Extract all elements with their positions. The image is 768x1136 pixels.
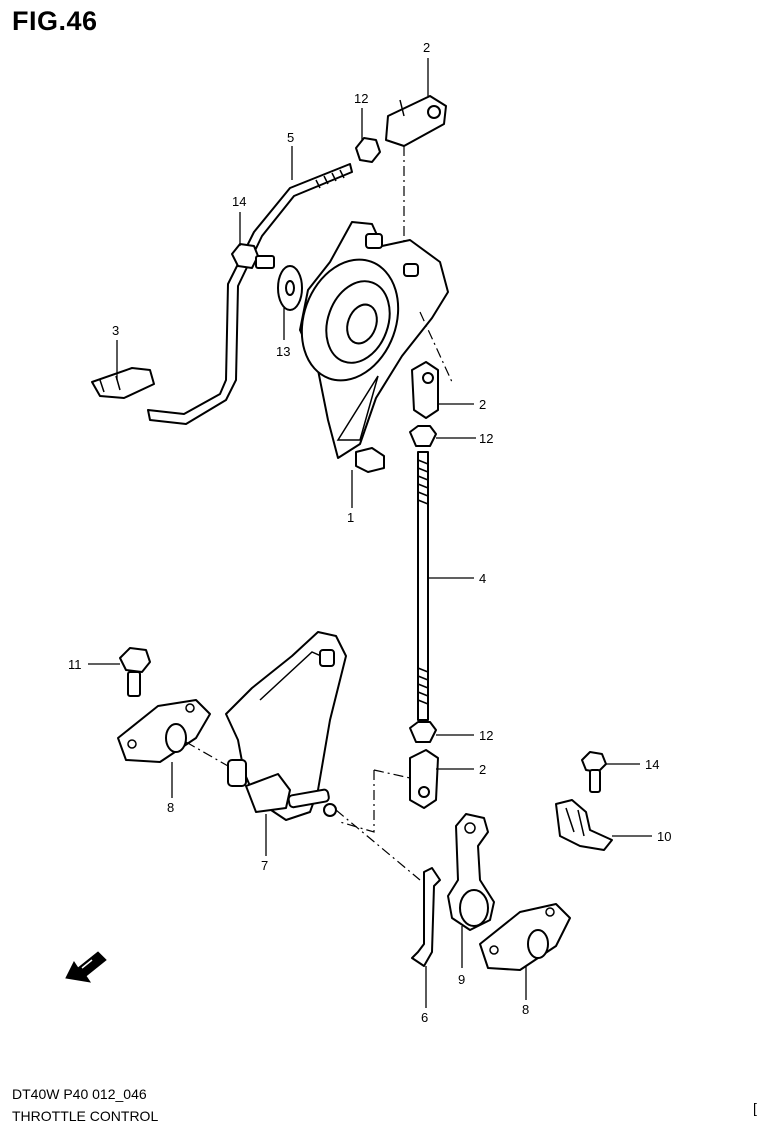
part-12-nut-top (355, 137, 381, 163)
callout-2-low: 2 (479, 762, 486, 777)
part-14-bolt-right (581, 751, 607, 793)
fwd-arrow-icon (65, 951, 107, 983)
part-4-threaded-rod (417, 451, 429, 721)
callout-2-top: 2 (423, 40, 430, 55)
part-2-rod-end-low (409, 749, 439, 809)
figure-code: DT40W P40 012_046 (12, 1086, 147, 1102)
part-11-bolt (119, 647, 151, 697)
part-6-link-rod (411, 867, 441, 967)
figure-title: FIG.46 (12, 6, 98, 36)
callout-12-mid: 12 (479, 431, 493, 446)
callout-12-low: 12 (479, 728, 493, 743)
part-13-washer (277, 265, 303, 311)
callout-14-left: 14 (232, 194, 246, 209)
assembly-centerlines (185, 146, 453, 881)
part-12-nut-low (409, 721, 437, 743)
callout-14-right: 14 (645, 757, 659, 772)
part-8-bracket-left (117, 699, 211, 763)
part-9-lever (447, 813, 495, 931)
part-2-rod-end-mid (411, 361, 439, 419)
part-10-clip-bracket (555, 799, 613, 851)
corner-mark: [ (753, 1100, 757, 1116)
part-5-bent-rod (147, 163, 353, 425)
callout-2-mid: 2 (479, 397, 486, 412)
callout-5: 5 (287, 130, 294, 145)
part-1-throttle-cam (299, 221, 449, 473)
part-8-bracket-right (479, 903, 571, 971)
part-14-bolt-left (231, 243, 275, 269)
callout-8-left: 8 (167, 800, 174, 815)
callout-9: 9 (458, 972, 465, 987)
part-12-nut-mid (409, 425, 437, 447)
callout-13: 13 (276, 344, 290, 359)
callout-10: 10 (657, 829, 671, 844)
part-7-lever-bracket (225, 631, 347, 821)
part-2-rod-end-top (385, 95, 447, 147)
callout-8-right: 8 (522, 1002, 529, 1017)
figure-description: THROTTLE CONTROL (12, 1108, 159, 1124)
callout-1: 1 (347, 510, 354, 525)
leader-lines (88, 58, 652, 1008)
part-3-clip (91, 367, 155, 399)
callout-6: 6 (421, 1010, 428, 1025)
callout-labels: 2 12 5 14 3 13 2 12 1 4 11 12 2 14 10 8 … (68, 40, 671, 1025)
callout-3: 3 (112, 323, 119, 338)
callout-11: 11 (68, 657, 82, 672)
callout-4: 4 (479, 571, 486, 586)
callout-7: 7 (261, 858, 268, 873)
callout-12-top: 12 (354, 91, 368, 106)
